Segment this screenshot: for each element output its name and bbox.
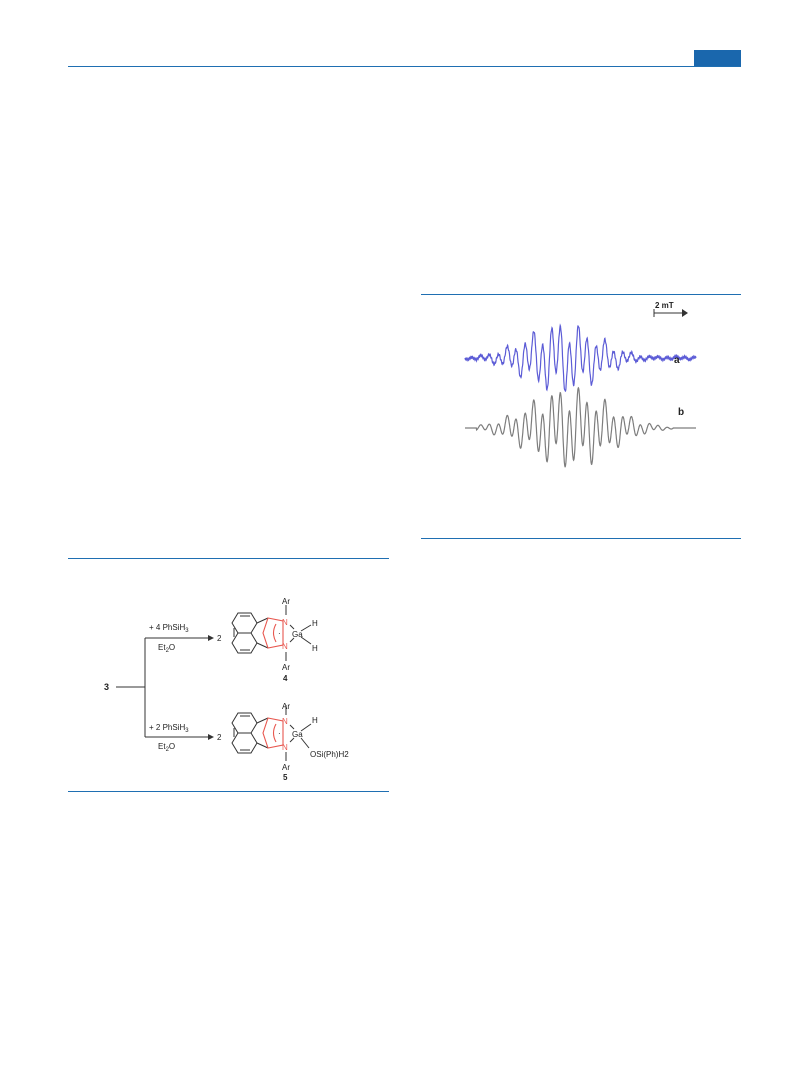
product-4-n-top: N xyxy=(282,618,288,627)
top-reagent: + 4 PhSiH3 xyxy=(149,623,189,634)
scheme-bottom-rule xyxy=(68,791,389,792)
bottom-reagent: + 2 PhSiH3 xyxy=(149,723,189,734)
epr-trace-b xyxy=(465,386,696,468)
header-page-tab xyxy=(694,50,741,66)
product-5-radical: · xyxy=(278,729,281,738)
trace-b-label: b xyxy=(678,407,684,418)
product-4-structure: Ar N N · Ga H H Ar 4 xyxy=(231,597,318,683)
bottom-arrow-head xyxy=(208,734,214,740)
bottom-solvent: Et2O xyxy=(158,742,175,753)
start-compound-label: 3 xyxy=(104,682,109,692)
scale-bar: 2 mT xyxy=(653,301,688,317)
epr-figure-bottom-rule xyxy=(421,538,741,539)
scale-bar-label: 2 mT xyxy=(655,301,674,310)
product-5-structure: Ar N N · Ga H OSi(Ph)H2 Ar 5 xyxy=(231,702,349,782)
product-5-osi: OSi(Ph)H2 xyxy=(310,750,349,759)
product-4-n-bottom: N xyxy=(282,642,288,651)
branch-lines xyxy=(116,637,208,738)
product-4-metal: Ga xyxy=(292,630,303,639)
epr-trace-a xyxy=(464,323,697,393)
product-4-ar-top: Ar xyxy=(282,597,290,606)
product-4-ar-bottom: Ar xyxy=(282,663,290,672)
product-5-n-top: N xyxy=(282,717,288,726)
product-5-number: 5 xyxy=(283,773,288,782)
top-coefficient: 2 xyxy=(217,634,222,643)
product-5-metal: Ga xyxy=(292,730,303,739)
epr-figure-top-rule xyxy=(421,294,741,295)
top-solvent: Et2O xyxy=(158,643,175,654)
product-4-h1: H xyxy=(312,619,318,628)
bottom-coefficient: 2 xyxy=(217,733,222,742)
scheme-top-rule xyxy=(68,558,389,559)
trace-a-label: a xyxy=(674,355,680,366)
header-rule xyxy=(68,66,741,67)
product-5-ar-bottom: Ar xyxy=(282,763,290,772)
product-4-radical: · xyxy=(278,629,281,638)
product-4-number: 4 xyxy=(283,674,288,683)
product-4-h2: H xyxy=(312,644,318,653)
product-5-n-bottom: N xyxy=(282,743,288,752)
product-5-h: H xyxy=(312,716,318,725)
top-arrow-head xyxy=(208,635,214,641)
product-5-ar-top: Ar xyxy=(282,702,290,711)
